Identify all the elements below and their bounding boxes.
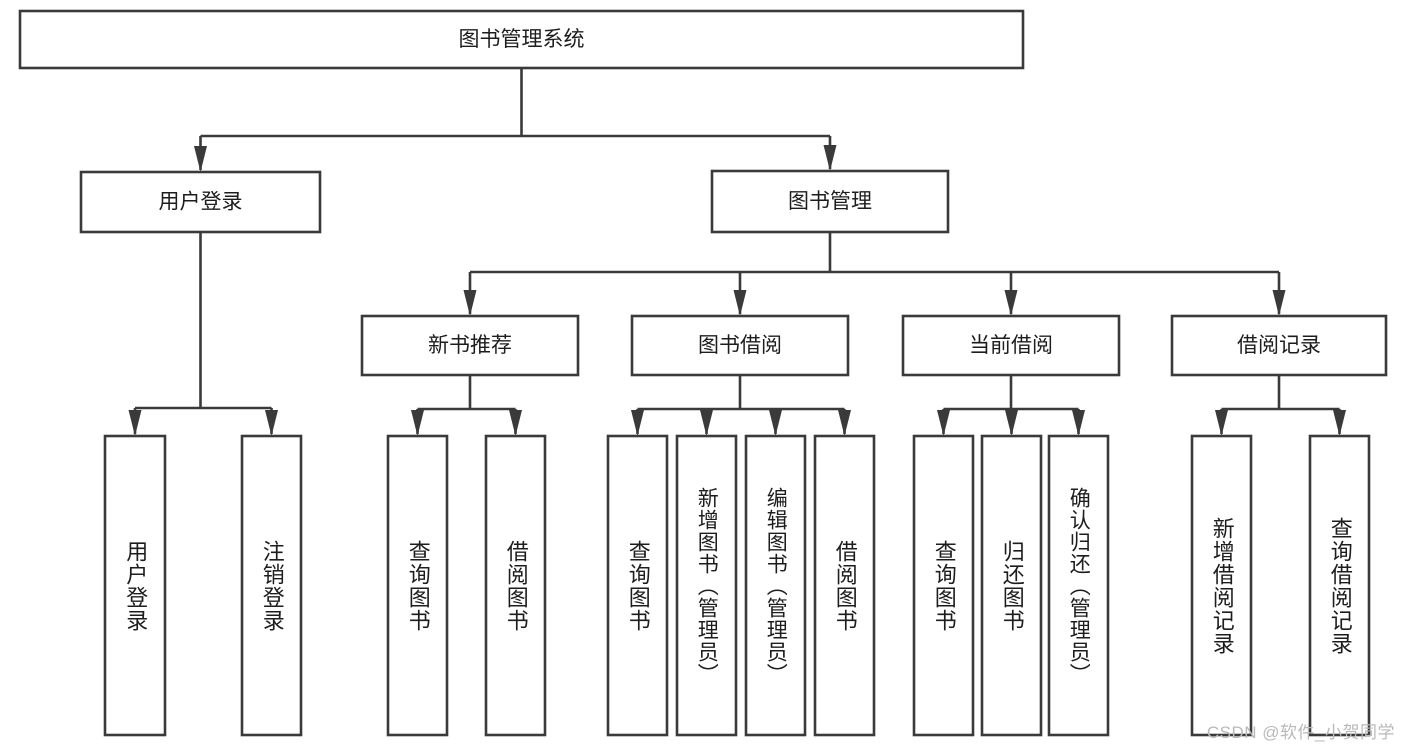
leaf-label-12: 查询借阅记录 [1327, 516, 1353, 655]
arrow-head-icon-leaf-2 [411, 410, 424, 436]
leaf-box-1[interactable] [240, 434, 303, 737]
box-layer [18, 9, 1388, 737]
arrow-head-icon-leaf-8 [937, 410, 950, 436]
leaf-box-2[interactable] [386, 434, 449, 737]
node-box-level2-0[interactable] [79, 170, 322, 234]
arrow-head-icon-level2-1 [823, 145, 837, 171]
node-box-level3-2[interactable] [901, 314, 1121, 377]
arrow-head-icon-leaf-0 [128, 410, 142, 436]
arrow-head-icon-leaf-11 [1215, 410, 1228, 436]
arrow-head-icon-leaf-12 [1333, 410, 1346, 436]
node-label-level3-3: 借阅记录 [1237, 334, 1321, 357]
leaf-label-7: 借阅图书 [832, 539, 858, 632]
arrow-head-icon-leaf-3 [509, 410, 522, 436]
node-label-level3-1: 图书借阅 [698, 334, 782, 357]
connector-layer [128, 68, 1346, 436]
node-label-root: 图书管理系统 [459, 28, 585, 51]
node-box-root[interactable] [18, 9, 1025, 70]
arrow-head-icon-level3-2 [1004, 290, 1018, 316]
leaf-label-8: 查询图书 [931, 539, 957, 632]
arrow-head-icon-level3-3 [1272, 290, 1286, 316]
leaf-box-8[interactable] [912, 434, 975, 737]
csdn-watermark: CSDN @软件_小贺同学 [1206, 723, 1395, 742]
leaf-box-4[interactable] [606, 434, 669, 737]
arrow-head-icon-leaf-9 [1005, 410, 1018, 436]
leaf-box-10[interactable] [1047, 434, 1110, 737]
leaf-box-12[interactable] [1308, 434, 1371, 737]
node-label-level2-0: 用户登录 [159, 191, 243, 214]
node-box-level2-1[interactable] [710, 169, 950, 234]
leaf-label-6: 编辑图书（管理员） [764, 486, 788, 685]
leaf-box-5[interactable] [675, 434, 738, 737]
arrow-head-icon-leaf-10 [1072, 410, 1085, 436]
node-box-level3-0[interactable] [360, 314, 580, 377]
arrow-head-icon-level3-1 [733, 290, 747, 316]
leaf-label-11: 新增借阅记录 [1209, 516, 1235, 655]
leaf-label-2: 查询图书 [405, 539, 431, 632]
leaf-box-3[interactable] [484, 434, 547, 737]
leaf-box-6[interactable] [744, 434, 807, 737]
node-label-level3-0: 新书推荐 [428, 334, 512, 357]
leaf-label-4: 查询图书 [625, 539, 651, 632]
arrow-head-icon-level2-0 [194, 146, 207, 172]
leaf-label-0: 用户登录 [123, 539, 149, 632]
node-label-level3-2: 当前借阅 [969, 334, 1053, 357]
arrow-head-icon-leaf-7 [838, 410, 851, 436]
leaf-label-9: 归还图书 [999, 539, 1025, 632]
leaf-label-5: 新增图书（管理员） [695, 486, 719, 685]
leaf-box-11[interactable] [1190, 434, 1253, 737]
leaf-box-0[interactable] [103, 434, 167, 737]
node-label-level2-1: 图书管理 [788, 190, 872, 213]
node-box-level3-1[interactable] [630, 314, 850, 377]
leaf-label-1: 注销登录 [259, 539, 285, 632]
leaf-box-7[interactable] [813, 434, 876, 737]
arrow-head-icon-leaf-4 [631, 410, 644, 436]
arrow-head-icon-leaf-5 [700, 410, 713, 436]
arrow-head-icon-leaf-6 [769, 410, 782, 436]
arrow-head-icon-level3-0 [463, 290, 477, 316]
leaf-label-3: 借阅图书 [503, 539, 529, 632]
leaf-label-10: 确认归还（管理员） [1067, 486, 1091, 685]
arrow-head-icon-leaf-1 [265, 410, 278, 436]
node-box-level3-3[interactable] [1170, 314, 1388, 377]
leaf-box-9[interactable] [980, 434, 1043, 737]
